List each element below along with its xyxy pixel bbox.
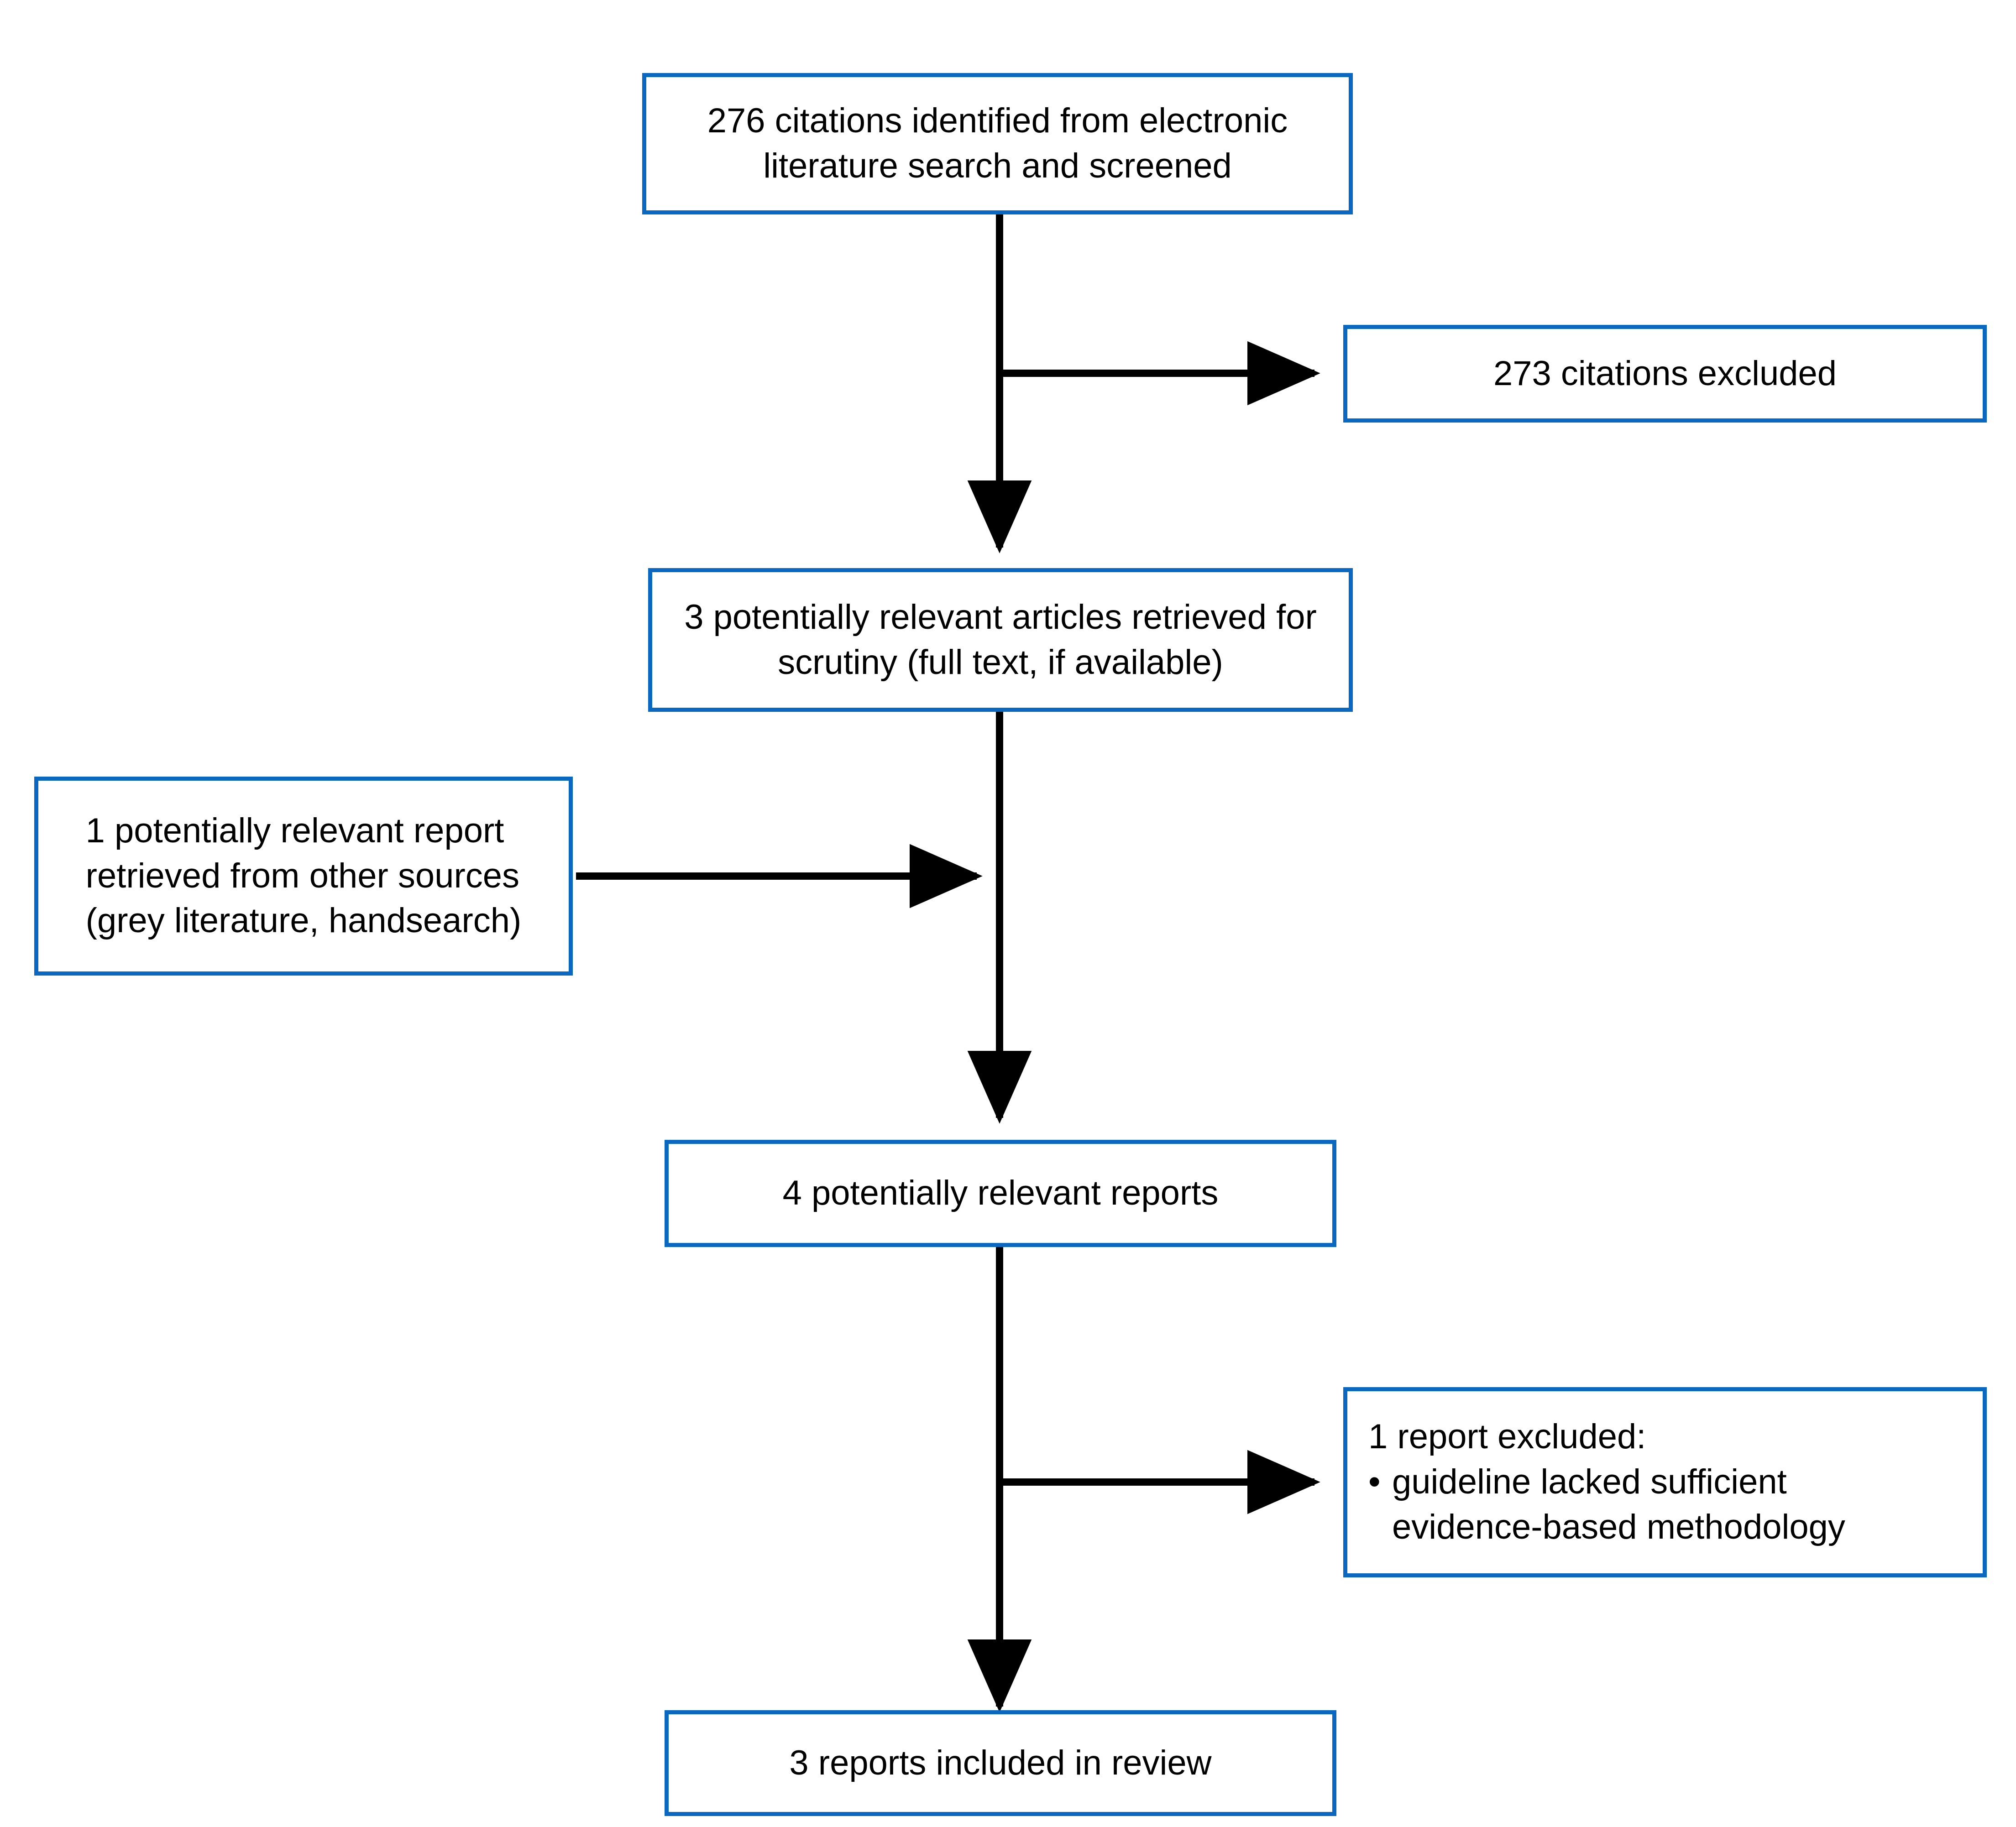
node-other-sources-label: 1 potentially relevant report retrieved … bbox=[85, 811, 522, 940]
node-citations-identified[interactable]: 276 citations identified from electronic… bbox=[642, 73, 1353, 214]
node-citations-identified-label: 276 citations identified from electronic… bbox=[707, 101, 1288, 185]
node-other-sources[interactable]: 1 potentially relevant report retrieved … bbox=[34, 777, 573, 976]
node-report-excluded[interactable]: 1 report excluded: • guideline lacked su… bbox=[1343, 1387, 1987, 1577]
node-report-excluded-heading: 1 report excluded: bbox=[1368, 1417, 1646, 1456]
node-articles-retrieved[interactable]: 3 potentially relevant articles retrieve… bbox=[648, 568, 1353, 712]
node-report-excluded-item-text: guideline lacked sufficient evidence-bas… bbox=[1392, 1462, 1845, 1546]
node-report-excluded-item: • guideline lacked sufficient evidence-b… bbox=[1368, 1460, 1983, 1550]
bullet-icon: • bbox=[1368, 1462, 1381, 1502]
node-articles-retrieved-label: 3 potentially relevant articles retrieve… bbox=[684, 597, 1317, 682]
node-citations-excluded-label: 273 citations excluded bbox=[1493, 354, 1837, 393]
node-citations-excluded[interactable]: 273 citations excluded bbox=[1343, 325, 1987, 423]
node-potentially-relevant-reports[interactable]: 4 potentially relevant reports bbox=[665, 1140, 1336, 1247]
node-reports-included[interactable]: 3 reports included in review bbox=[665, 1710, 1336, 1816]
node-potentially-relevant-reports-label: 4 potentially relevant reports bbox=[782, 1174, 1219, 1213]
node-report-excluded-content: 1 report excluded: • guideline lacked su… bbox=[1347, 1415, 1983, 1550]
node-reports-included-label: 3 reports included in review bbox=[789, 1743, 1212, 1782]
